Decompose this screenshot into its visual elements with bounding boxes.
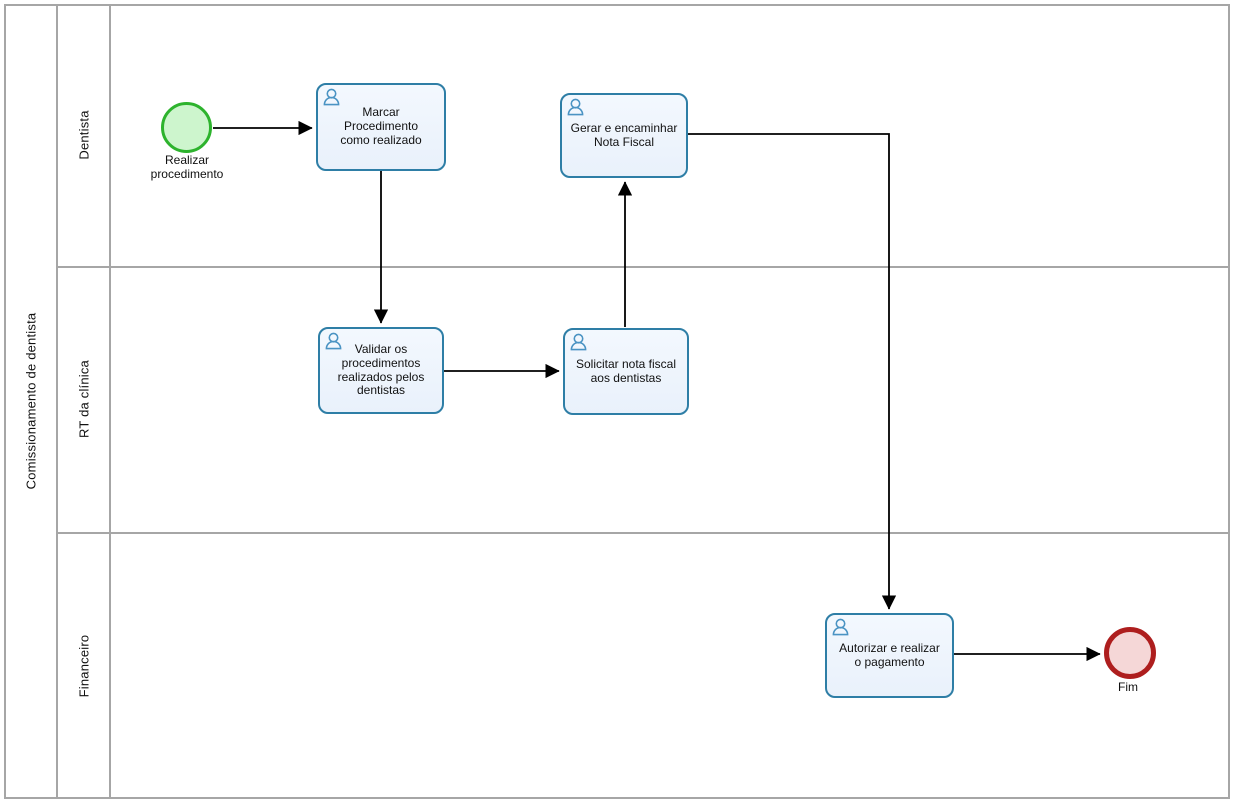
- pool-border: [4, 4, 1230, 799]
- flow-gerar-to-autorizar[interactable]: [688, 133, 897, 610]
- user-task-icon: [569, 333, 591, 358]
- task-label: Marcar Procedimento como realizado: [340, 105, 422, 147]
- task-gerar-nota-fiscal[interactable]: Gerar e encaminhar Nota Fiscal: [560, 93, 688, 178]
- task-label: Autorizar e realizar o pagamento: [839, 640, 940, 669]
- task-label: Solicitar nota fiscal aos dentistas: [575, 356, 677, 385]
- task-autorizar-pagamento[interactable]: Autorizar e realizar o pagamento: [825, 613, 954, 698]
- user-task-icon: [322, 88, 344, 113]
- task-solicitar-nota-fiscal[interactable]: Solicitar nota fiscal aos dentistas: [563, 328, 689, 415]
- lane-label-divider: [109, 4, 111, 799]
- task-label: Validar os procedimentos realizados pelo…: [337, 341, 425, 398]
- task-label: Gerar e encaminhar Nota Fiscal: [570, 120, 678, 149]
- user-task-icon: [566, 98, 588, 123]
- user-task-icon: [324, 332, 346, 357]
- start-event-label: Realizar procedimento: [150, 153, 224, 182]
- task-marcar-procedimento[interactable]: Marcar Procedimento como realizado: [316, 83, 446, 171]
- pool-label-divider: [56, 4, 58, 799]
- end-event[interactable]: [1104, 627, 1156, 679]
- end-event-label: Fim: [1118, 680, 1138, 694]
- lane-divider-2: [58, 532, 1228, 534]
- start-event[interactable]: [161, 102, 212, 153]
- lane-divider-1: [58, 266, 1228, 268]
- task-validar-procedimentos[interactable]: Validar os procedimentos realizados pelo…: [318, 327, 444, 414]
- user-task-icon: [831, 618, 853, 643]
